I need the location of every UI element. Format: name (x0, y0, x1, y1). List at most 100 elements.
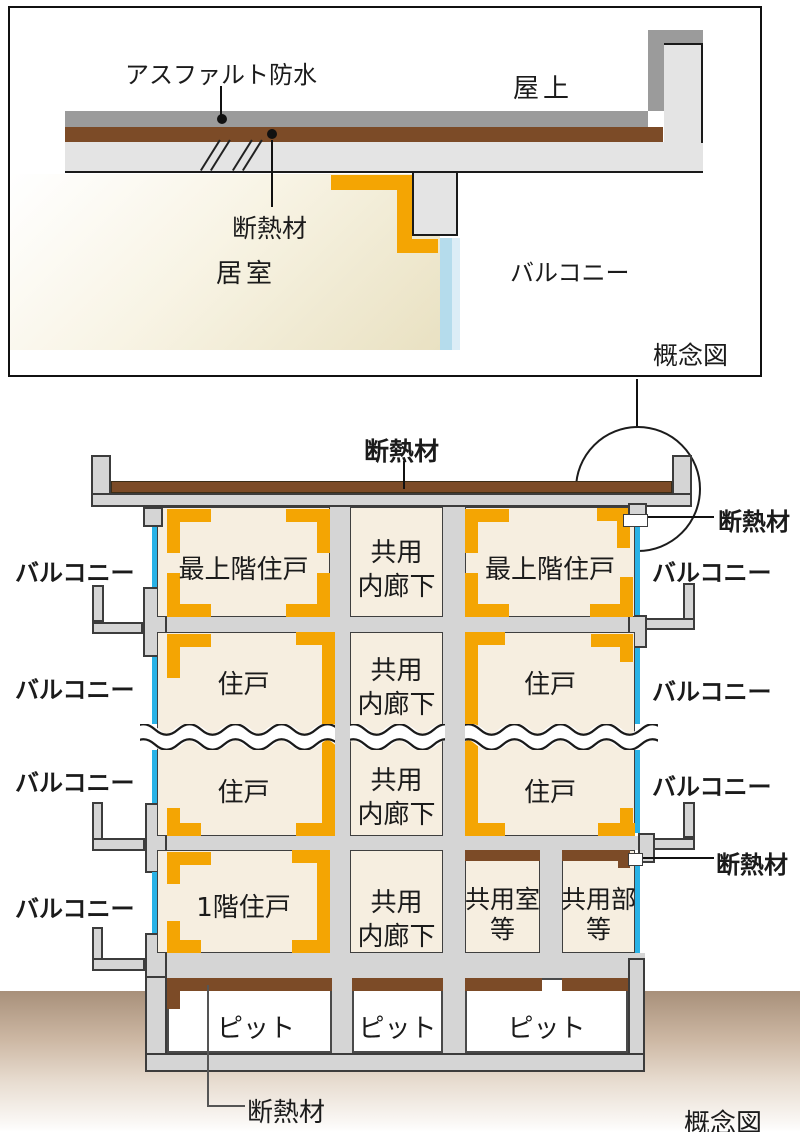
room-label-top-left: 最上階住戸 (178, 555, 309, 585)
roof-insulation-leader (403, 461, 405, 489)
balcony-left-3-slab (92, 958, 145, 971)
ins-tfl-tr-v (317, 509, 330, 553)
room-top-corridor (350, 507, 443, 617)
parapet-concrete-detail (664, 43, 703, 143)
corridor-2-line2: 内廊下 (357, 690, 436, 720)
balcony-right-1-slab (640, 618, 695, 630)
floor-slab-1 (152, 617, 640, 632)
balcony-right-1-rail (683, 583, 695, 620)
balcony-left-1-rail (92, 585, 104, 622)
ceiling-beam-detail (412, 173, 458, 236)
pit-right-insulation-a (465, 978, 542, 991)
corridor-4-line2: 内廊下 (357, 922, 436, 952)
callout-connector-line (636, 379, 638, 428)
room-top-right (465, 507, 635, 617)
asphalt-waterproof-layer (65, 111, 648, 127)
break-line-left (140, 724, 335, 750)
balcony-right-label-3: バルコニー (652, 773, 772, 801)
window-glass-detail (440, 238, 452, 350)
room-label-low-right: 住戸 (523, 778, 576, 808)
common-room-ceiling-insulation (465, 850, 540, 861)
ins-tfl-br-h (286, 604, 330, 617)
corridor-3-line1: 共用 (370, 766, 423, 796)
roof-insulation-label: 断熱材 (364, 437, 440, 466)
corridor-1-line1: 共用 (370, 538, 423, 568)
bottom-insulation-leader-h (207, 1105, 245, 1107)
detail-caption: 概念図 (653, 341, 729, 370)
roof-slab (91, 493, 692, 507)
window-glass-detail-light (452, 238, 460, 350)
waterproof-leader-dot (217, 114, 227, 124)
insulation-notch-top-right (623, 514, 648, 527)
room-common-room (465, 850, 540, 953)
common-room-line1: 共用室 (464, 885, 540, 914)
window-right-mid-b (635, 750, 640, 833)
balcony-label-detail: バルコニー (510, 259, 630, 287)
ins-ff-c-vert (317, 850, 330, 953)
ins-tfr-br-h (590, 604, 633, 617)
insulation-leader-dot (267, 129, 277, 139)
roof-insulation-layer-detail (65, 127, 663, 142)
common-part-line2: 等 (585, 915, 611, 944)
room-label-mid-right: 住戸 (523, 670, 576, 700)
living-room-label: 居室 (216, 259, 277, 289)
balcony-left-label-4: バルコニー (15, 895, 135, 923)
pit-label-middle: ピット (358, 1014, 437, 1044)
room-label-first-floor: 1階住戸 (196, 893, 291, 923)
ins-tfl-bl-h (167, 604, 211, 617)
pit-left-insulation-top (167, 978, 332, 991)
balcony-right-label-1: バルコニー (652, 559, 772, 587)
window-right-top (635, 525, 640, 615)
corridor-1-line2: 内廊下 (357, 572, 436, 602)
window-left-ground (152, 872, 157, 933)
building-caption: 概念図 (684, 1109, 763, 1132)
bottom-insulation-label: 断熱材 (247, 1098, 326, 1128)
break-line-right (465, 724, 658, 750)
insulation-label-detail: 断熱材 (232, 214, 308, 243)
ins-ml-tl-v (167, 634, 180, 678)
ins-ml-c-bot (296, 823, 335, 836)
common-room-line2: 等 (489, 915, 515, 944)
corridor-3-line2: 内廊下 (357, 800, 436, 830)
roof-parapet-left (91, 455, 111, 495)
balcony-left-2-slab (92, 838, 145, 851)
common-part-ceiling-insulation-step (618, 858, 630, 868)
roof-stub-left (143, 507, 163, 527)
right-top-insulation-leader (648, 516, 714, 518)
ins-tfl-tl-v (167, 509, 180, 553)
roof-slab-detail (65, 142, 703, 173)
pit-wall-2 (443, 978, 465, 1053)
balcony-left-label-3: バルコニー (15, 769, 135, 797)
floor-slab-2 (152, 836, 640, 850)
ins-tfr-bl-h (465, 604, 509, 617)
window-left-mid-a (152, 657, 157, 724)
balcony-left-1-slab (92, 622, 143, 634)
waterproof-leader-line (220, 86, 222, 115)
ins-mr-c-bot (465, 823, 505, 836)
ins-mr-br-h (598, 823, 635, 836)
rooftop-label: 屋上 (513, 74, 574, 104)
right-mid-insulation-leader (643, 857, 714, 859)
window-right-ground (635, 863, 640, 953)
room-ground-corridor (350, 850, 443, 953)
parapet-waterproof-vertical (648, 43, 664, 111)
ins-mr-tr-v (620, 634, 633, 662)
pit-label-right: ピット (507, 1014, 586, 1044)
pit-label-left: ピット (216, 1014, 295, 1044)
ins-tfr-tl-v (465, 509, 478, 553)
roof-insulation-layer (111, 481, 672, 493)
pit-wall-1 (332, 978, 352, 1053)
living-room-area (10, 174, 440, 350)
balcony-right-label-2: バルコニー (652, 678, 772, 706)
window-left-top (152, 527, 157, 587)
corridor-wall-right (443, 507, 465, 953)
balcony-left-3-rail (92, 927, 103, 960)
balcony-left-label-1: バルコニー (15, 559, 135, 587)
balcony-left-2-rail (92, 802, 103, 840)
pit-middle-insulation-top (352, 978, 443, 991)
bottom-insulation-leader-v (207, 985, 209, 1107)
roof-parapet-right (672, 455, 692, 495)
waterproof-label: アスファルト防水 (125, 61, 317, 89)
ins-ff-c-bot (292, 940, 330, 953)
interior-insulation-beam-bottom (397, 239, 438, 253)
